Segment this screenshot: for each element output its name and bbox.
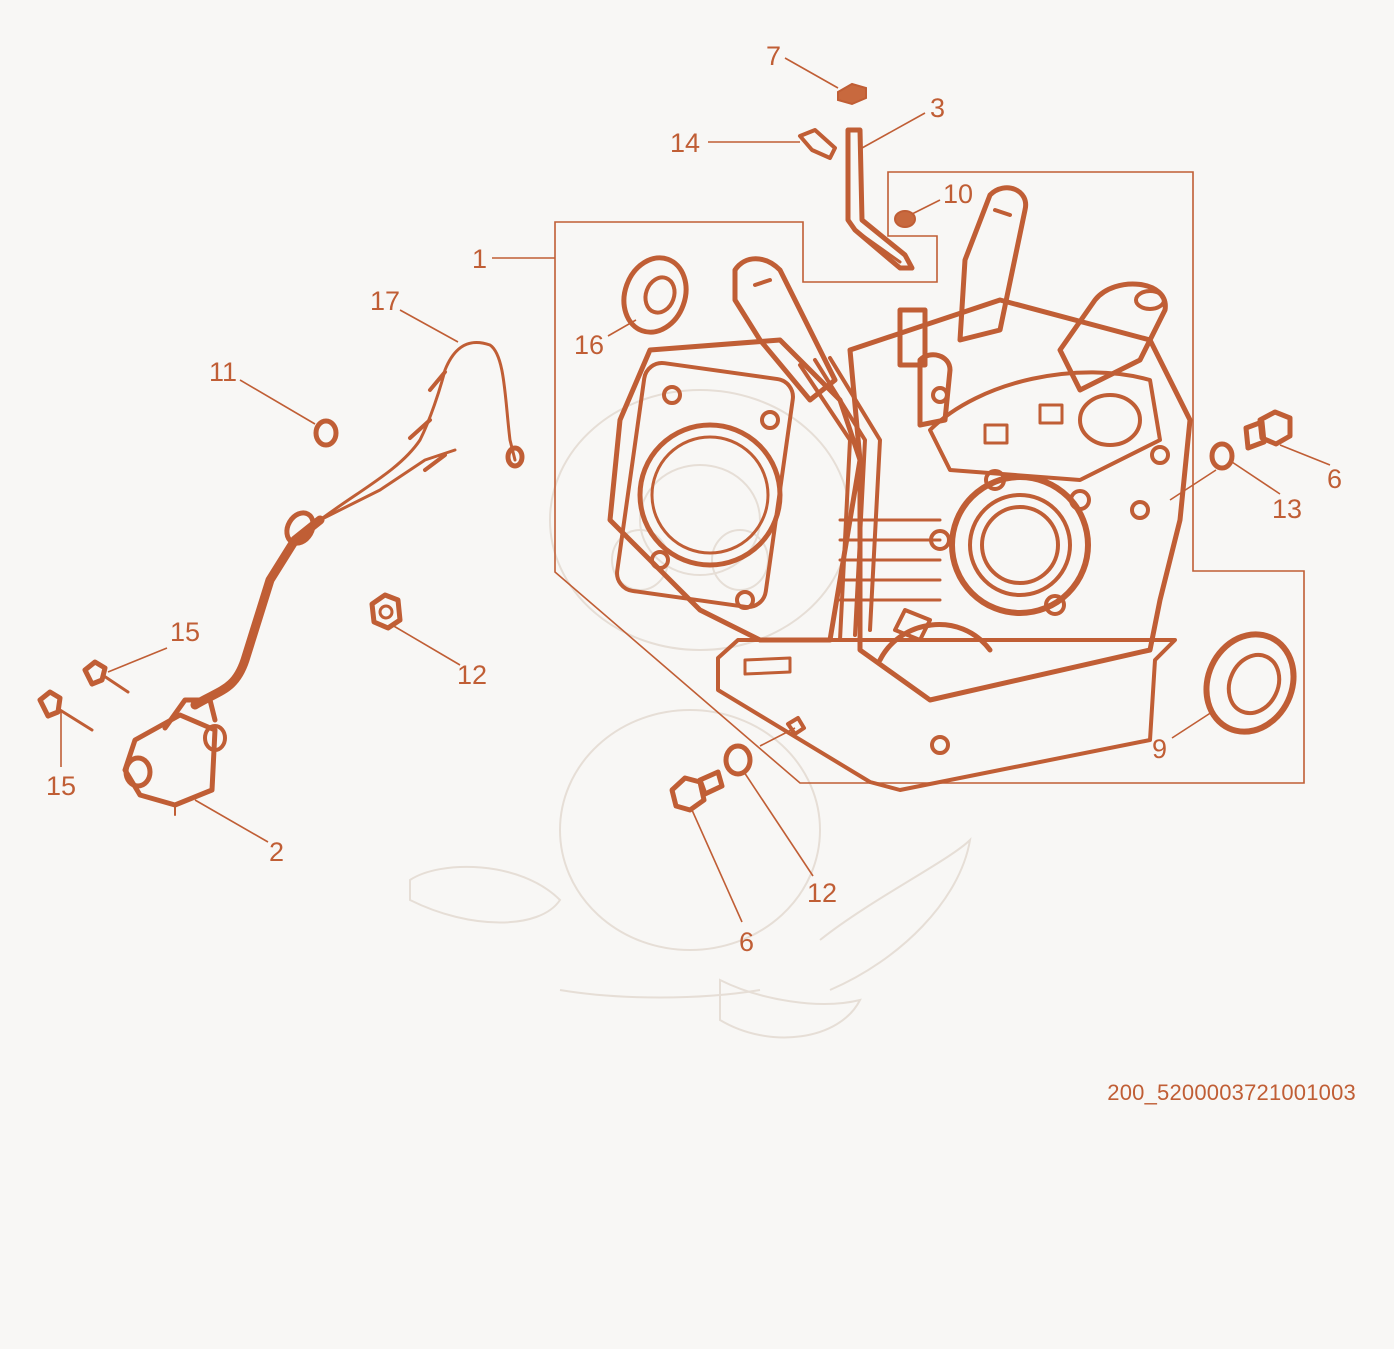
nut-12-left [369, 592, 403, 631]
oil-seal-16 [621, 255, 689, 335]
oil-seal-9 [1203, 631, 1297, 735]
callout-2: 2 [269, 837, 284, 867]
callout-6-right: 6 [1327, 464, 1342, 494]
callout-15-lower: 15 [46, 771, 76, 801]
plug-10 [894, 210, 916, 228]
assembly-bracket [554, 171, 1305, 784]
callouts: 7 3 14 10 1 17 16 11 6 13 15 12 15 9 2 1… [46, 41, 1342, 957]
governor-shaft-3 [845, 127, 915, 271]
crankcase-part [607, 185, 1193, 792]
wire-harness-17 [190, 340, 525, 710]
callout-17: 17 [370, 286, 400, 316]
callout-1: 1 [472, 244, 487, 274]
screw-15-lower [37, 689, 94, 732]
callout-10: 10 [943, 179, 973, 209]
background-watermark [409, 389, 972, 1039]
callout-12-bottom: 12 [807, 878, 837, 908]
washer-13 [1209, 441, 1235, 471]
callout-12-left: 12 [457, 660, 487, 690]
callout-11: 11 [209, 357, 237, 387]
screw-15-upper [82, 659, 130, 694]
oil-sensor-2 [122, 697, 227, 816]
small-bolt [786, 716, 806, 736]
callout-7: 7 [766, 41, 781, 71]
callout-3: 3 [930, 93, 945, 123]
callout-16: 16 [574, 330, 604, 360]
clip-14 [798, 128, 837, 160]
bolt-6-right [1243, 409, 1293, 451]
drawing-code: 200_5200003721001003 [1107, 1080, 1356, 1105]
callout-14: 14 [670, 128, 700, 158]
callout-6-bottom: 6 [739, 927, 754, 957]
callout-15-upper: 15 [170, 617, 200, 647]
bolt-6-bottom [669, 769, 725, 813]
callout-9: 9 [1152, 734, 1167, 764]
washer-12-bottom [723, 743, 753, 777]
nut-7 [837, 82, 867, 106]
washer-11 [313, 418, 339, 448]
leader-lines [60, 57, 1331, 923]
callout-13: 13 [1272, 494, 1302, 524]
